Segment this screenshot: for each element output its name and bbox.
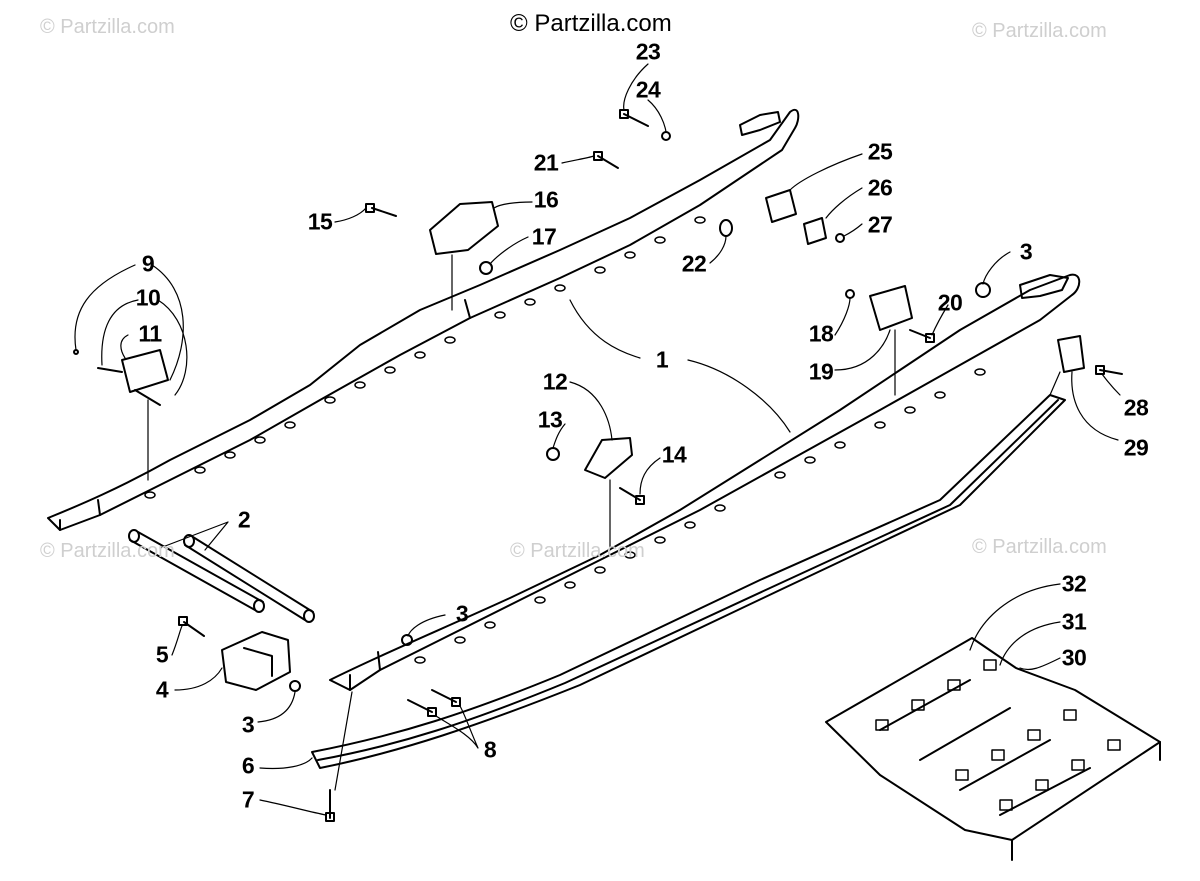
callout-17: 17 <box>531 223 557 250</box>
copyright-label: © Partzilla.com <box>510 10 672 37</box>
watermark: © Partzilla.com <box>972 20 1107 42</box>
callout-16: 16 <box>533 186 559 213</box>
callout-6: 6 <box>241 752 255 779</box>
callout-18: 18 <box>808 320 834 347</box>
callout-20: 20 <box>937 289 963 316</box>
callout-32: 32 <box>1061 570 1087 597</box>
callout-31: 31 <box>1061 608 1087 635</box>
hardware <box>73 109 1123 822</box>
leader-lines <box>74 63 1121 816</box>
callout-11: 11 <box>138 320 162 347</box>
callout-26: 26 <box>867 174 893 201</box>
watermark: © Partzilla.com <box>972 536 1107 558</box>
callout-14: 14 <box>661 441 687 468</box>
callout-9: 9 <box>141 250 155 277</box>
lower-slide-rail <box>329 273 1081 691</box>
upper-slide-rail <box>47 109 800 531</box>
callout-27: 27 <box>867 211 893 238</box>
callout-3: 3 <box>455 600 469 627</box>
callout-19: 19 <box>808 358 834 385</box>
callout-30: 30 <box>1061 644 1087 671</box>
watermark: © Partzilla.com <box>40 16 175 38</box>
callout-28: 28 <box>1123 394 1149 421</box>
callout-13: 13 <box>537 406 563 433</box>
callout-3: 3 <box>241 711 255 738</box>
callout-12: 12 <box>542 368 568 395</box>
callout-8: 8 <box>483 736 497 763</box>
callout-25: 25 <box>867 138 893 165</box>
callout-21: 21 <box>533 149 559 176</box>
callout-1: 1 <box>655 346 669 373</box>
track-section <box>825 637 1161 861</box>
callout-3: 3 <box>1019 238 1033 265</box>
callout-2: 2 <box>237 506 251 533</box>
callout-4: 4 <box>155 676 169 703</box>
wear-strip <box>311 394 1066 769</box>
callout-10: 10 <box>135 284 161 311</box>
callout-7: 7 <box>241 786 255 813</box>
callout-23: 23 <box>635 38 661 65</box>
callout-29: 29 <box>1123 434 1149 461</box>
watermark: © Partzilla.com <box>510 540 645 562</box>
callout-5: 5 <box>155 641 169 668</box>
watermark: © Partzilla.com <box>40 540 175 562</box>
cross-shafts <box>128 529 315 623</box>
callout-15: 15 <box>307 208 333 235</box>
callout-24: 24 <box>635 76 661 103</box>
callout-22: 22 <box>681 250 707 277</box>
